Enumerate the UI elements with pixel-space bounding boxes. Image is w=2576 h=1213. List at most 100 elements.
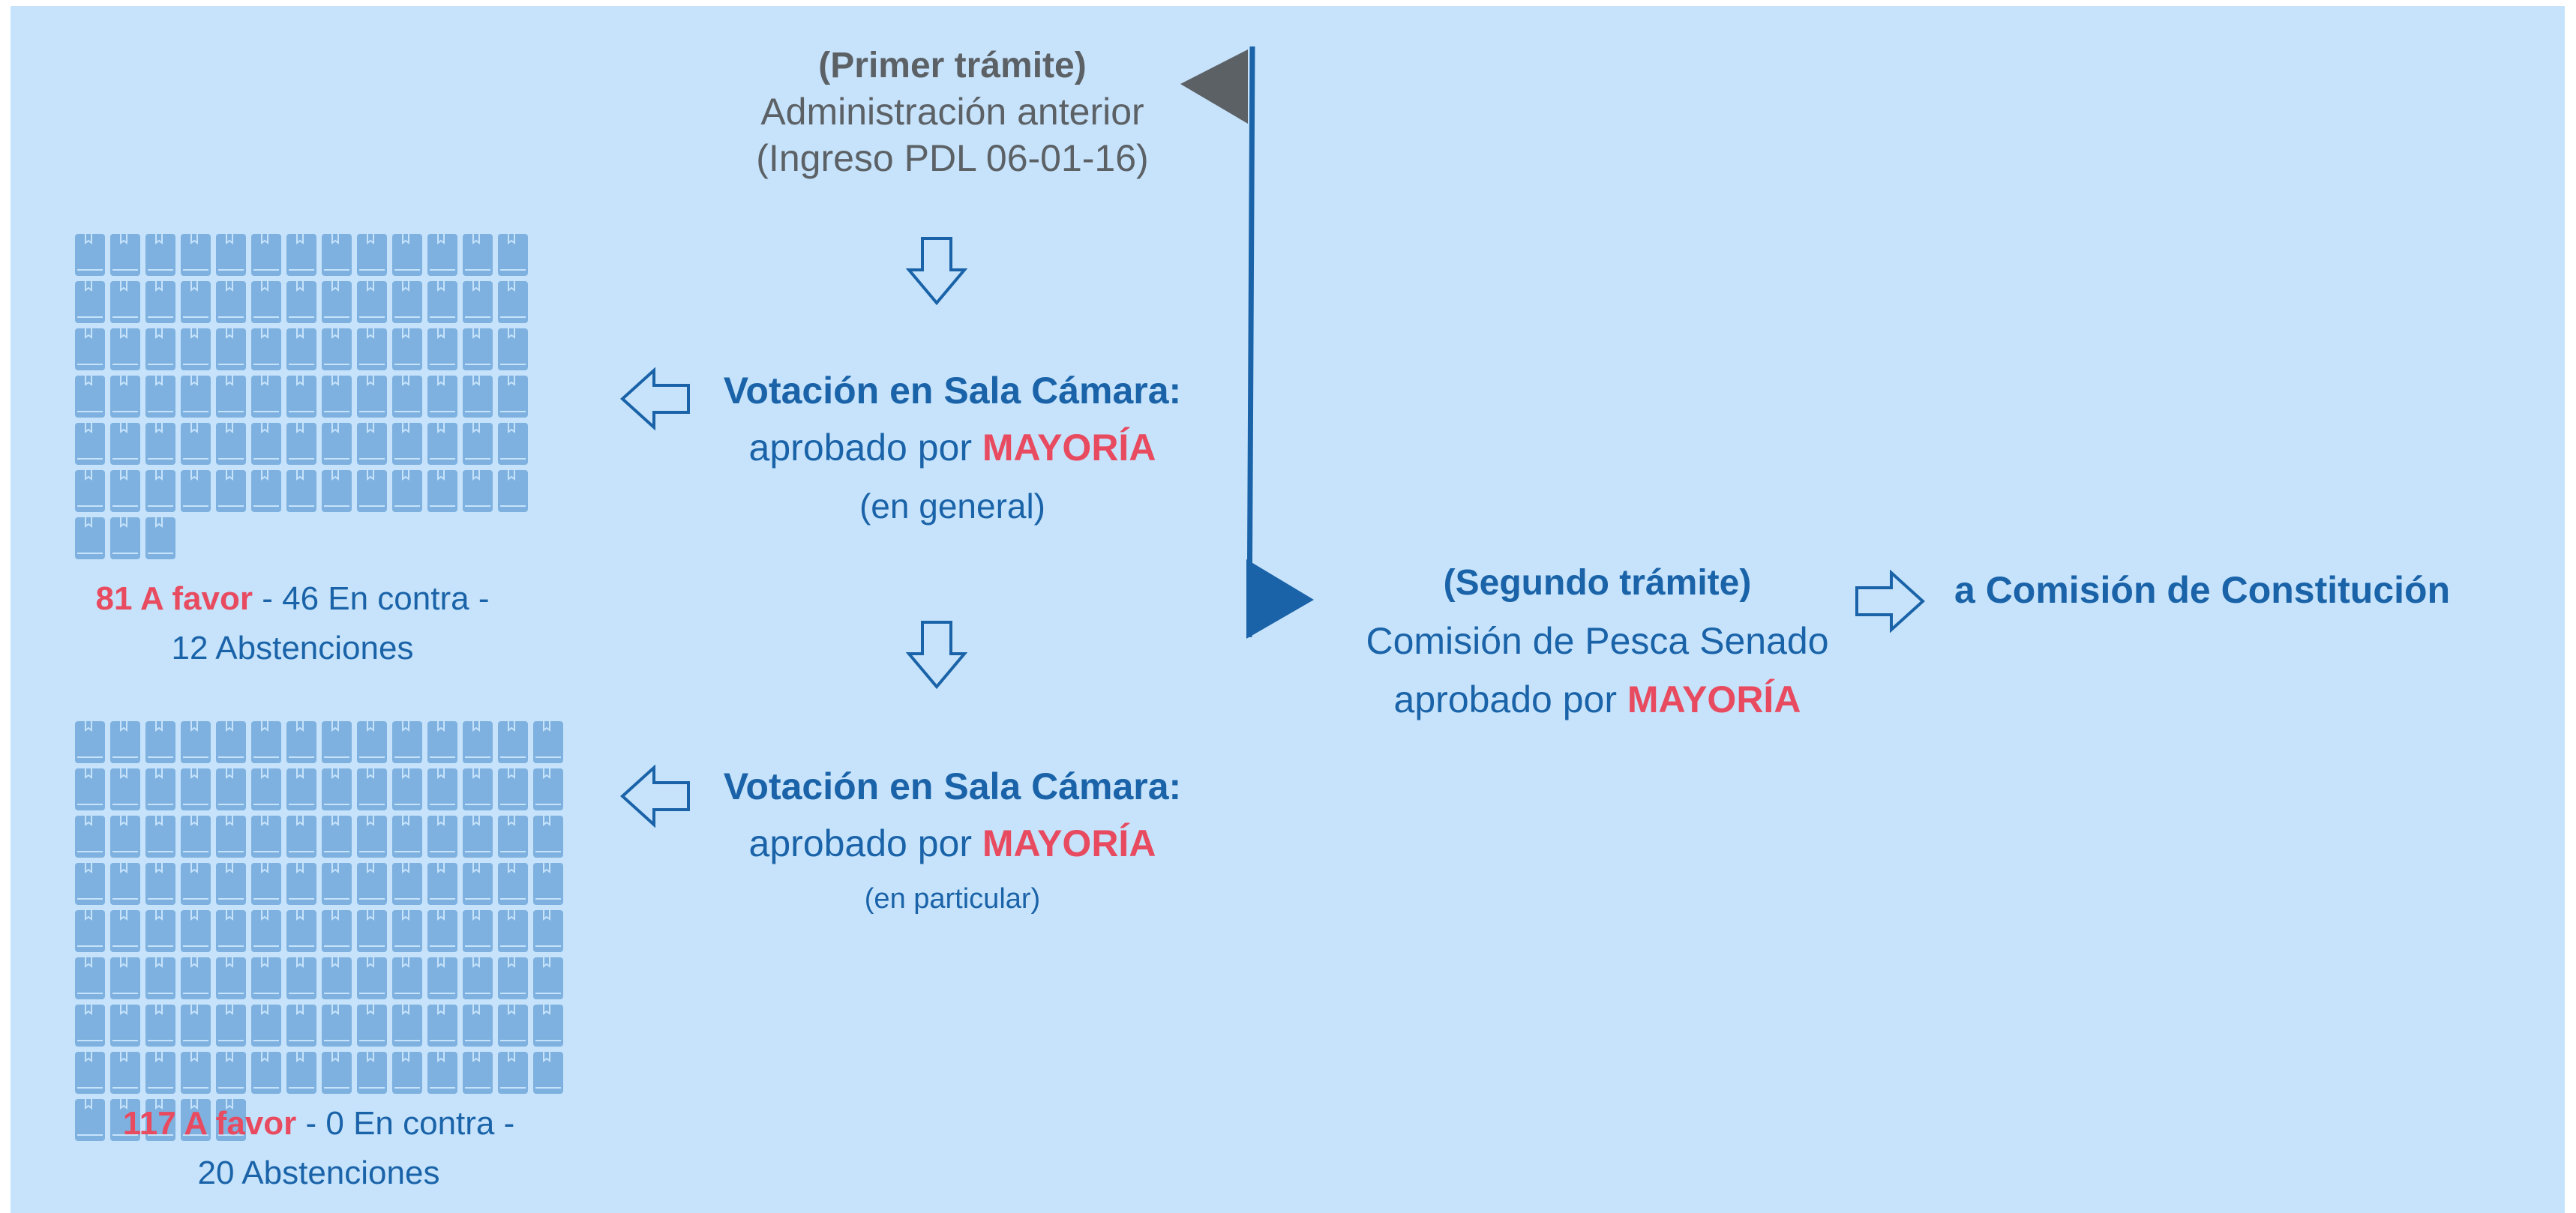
book-vote-icon xyxy=(286,423,316,465)
votes-icon-grid-general xyxy=(75,234,532,564)
book-vote-icon xyxy=(463,957,493,999)
book-vote-icon xyxy=(75,328,105,370)
gray-flag-icon xyxy=(1180,49,1248,124)
book-vote-icon xyxy=(357,423,387,465)
book-vote-icon xyxy=(392,470,422,512)
book-vote-icon xyxy=(498,376,528,418)
second-stage-heading: (Segundo trámite) xyxy=(1443,563,1752,603)
book-vote-icon xyxy=(145,768,175,810)
book-vote-icon xyxy=(216,816,246,858)
book-vote-icon xyxy=(427,328,457,370)
book-vote-icon xyxy=(357,863,387,905)
book-vote-icon xyxy=(427,768,457,810)
book-vote-icon xyxy=(392,1005,422,1047)
book-vote-icon xyxy=(427,1052,457,1094)
majority-word: MAYORÍA xyxy=(982,427,1156,469)
book-vote-icon xyxy=(427,957,457,999)
down-arrow-icon xyxy=(906,621,967,690)
book-vote-icon xyxy=(322,910,352,952)
book-vote-icon xyxy=(110,1099,140,1141)
tally-favor: 117 A favor xyxy=(122,1105,297,1142)
book-vote-icon xyxy=(251,863,281,905)
book-vote-icon xyxy=(322,721,352,763)
votes-icon-grid-particular xyxy=(75,721,570,1141)
book-vote-icon xyxy=(427,910,457,952)
tally-particular-line1: 117 A favor - 0 En contra - xyxy=(60,1105,577,1143)
book-vote-icon xyxy=(75,863,105,905)
first-stage-heading: (Primer trámite) xyxy=(818,46,1087,85)
book-vote-icon xyxy=(357,1052,387,1094)
book-vote-icon xyxy=(498,1005,528,1047)
book-vote-icon xyxy=(181,423,211,465)
book-vote-icon xyxy=(392,957,422,999)
book-vote-icon xyxy=(251,234,281,276)
book-vote-icon xyxy=(110,376,140,418)
book-vote-icon xyxy=(498,328,528,370)
book-vote-icon xyxy=(357,281,387,323)
book-vote-icon xyxy=(145,816,175,858)
book-vote-icon xyxy=(533,957,563,999)
book-vote-icon xyxy=(110,281,140,323)
book-vote-icon xyxy=(463,1005,493,1047)
book-vote-icon xyxy=(533,1005,563,1047)
down-arrow-icon xyxy=(906,237,967,306)
book-vote-icon xyxy=(145,234,175,276)
first-stage-line1: Administración anterior xyxy=(760,91,1144,133)
book-vote-icon xyxy=(110,234,140,276)
book-vote-icon xyxy=(75,423,105,465)
vote-general-title: Votación en Sala Cámara: xyxy=(723,370,1182,412)
majority-word: MAYORÍA xyxy=(1627,678,1801,720)
vote-particular-title: Votación en Sala Cámara: xyxy=(723,765,1182,807)
majority-word: MAYORÍA xyxy=(982,822,1156,864)
book-vote-icon xyxy=(181,1005,211,1047)
book-vote-icon xyxy=(533,816,563,858)
book-vote-icon xyxy=(498,470,528,512)
book-vote-icon xyxy=(322,863,352,905)
book-vote-icon xyxy=(251,470,281,512)
book-vote-icon xyxy=(463,423,493,465)
book-vote-icon xyxy=(357,721,387,763)
timeline-pole xyxy=(1246,46,1255,638)
book-vote-icon xyxy=(251,1005,281,1047)
book-vote-icon xyxy=(392,816,422,858)
tally-rest: - 46 En contra - xyxy=(253,580,490,617)
book-vote-icon xyxy=(286,470,316,512)
book-vote-icon xyxy=(286,1005,316,1047)
book-vote-icon xyxy=(322,281,352,323)
book-vote-icon xyxy=(463,234,493,276)
book-vote-icon xyxy=(357,328,387,370)
book-vote-icon xyxy=(110,863,140,905)
book-vote-icon xyxy=(392,234,422,276)
book-vote-icon xyxy=(75,376,105,418)
book-vote-icon xyxy=(498,863,528,905)
book-vote-icon xyxy=(216,376,246,418)
book-vote-icon xyxy=(75,721,105,763)
book-vote-icon xyxy=(145,376,175,418)
book-vote-icon xyxy=(286,721,316,763)
approved-prefix: aprobado por xyxy=(1393,678,1627,720)
tally-particular-line2: 20 Abstenciones xyxy=(197,1155,440,1191)
book-vote-icon xyxy=(357,1005,387,1047)
book-vote-icon xyxy=(286,328,316,370)
book-vote-icon xyxy=(286,1052,316,1094)
book-vote-icon xyxy=(75,1005,105,1047)
book-vote-icon xyxy=(216,470,246,512)
book-vote-icon xyxy=(322,957,352,999)
book-vote-icon xyxy=(463,721,493,763)
book-vote-icon xyxy=(75,816,105,858)
book-vote-icon xyxy=(498,234,528,276)
book-vote-icon xyxy=(181,910,211,952)
book-vote-icon xyxy=(427,863,457,905)
book-vote-icon xyxy=(216,768,246,810)
book-vote-icon xyxy=(251,281,281,323)
book-vote-icon xyxy=(286,957,316,999)
book-vote-icon xyxy=(322,376,352,418)
book-vote-icon xyxy=(110,910,140,952)
book-vote-icon xyxy=(75,234,105,276)
book-vote-icon xyxy=(145,281,175,323)
book-vote-icon xyxy=(427,1005,457,1047)
book-vote-icon xyxy=(110,957,140,999)
book-vote-icon xyxy=(216,1005,246,1047)
book-vote-icon xyxy=(145,957,175,999)
book-vote-icon xyxy=(498,281,528,323)
